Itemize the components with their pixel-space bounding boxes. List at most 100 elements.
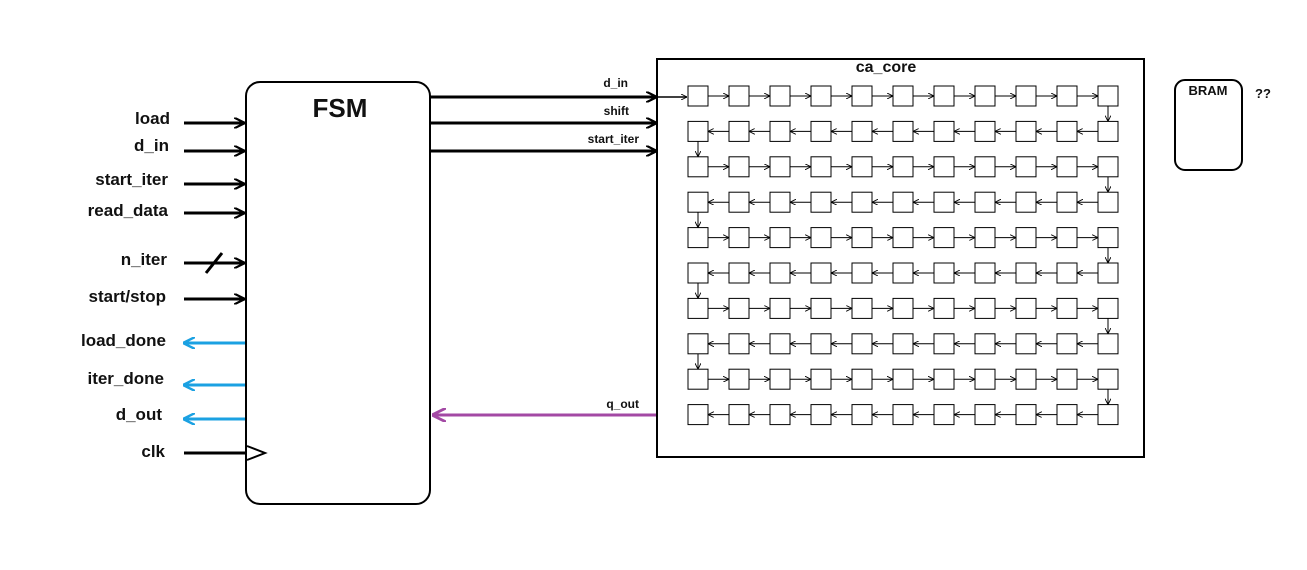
shift-cell: [1015, 156, 1037, 178]
shift-cell: [1015, 333, 1037, 355]
shift-cell: [728, 85, 750, 107]
shift-cell: [769, 404, 791, 426]
shift-cell: [892, 227, 914, 249]
shift-cell: [851, 156, 873, 178]
shift-cell: [974, 191, 996, 213]
shift-cell: [1097, 85, 1119, 107]
shift-cell: [974, 85, 996, 107]
shift-cell: [769, 156, 791, 178]
shift-cell: [892, 156, 914, 178]
signal-core-shift-label: shift: [604, 104, 629, 118]
shift-cell: [810, 227, 832, 249]
shift-cell: [933, 227, 955, 249]
bram-note: ??: [1255, 86, 1271, 101]
shift-cell: [1097, 333, 1119, 355]
shift-cell: [974, 404, 996, 426]
shift-cell: [933, 156, 955, 178]
shift-cell: [1015, 297, 1037, 319]
ca-core-title: ca_core: [856, 59, 917, 76]
shift-cell: [769, 262, 791, 284]
shift-cell: [728, 191, 750, 213]
shift-cell: [769, 120, 791, 142]
shift-cell: [974, 120, 996, 142]
fsm-block: FSM: [245, 81, 431, 505]
shift-cell: [974, 156, 996, 178]
shift-cell: [1015, 262, 1037, 284]
signal-core-start-iter-label: start_iter: [588, 132, 640, 146]
signal-start-stop: start/stop: [89, 287, 245, 306]
shift-cell: [851, 262, 873, 284]
shift-cell: [810, 85, 832, 107]
shift-cell: [1015, 368, 1037, 390]
shift-cell: [769, 191, 791, 213]
shift-cell: [851, 191, 873, 213]
shift-cell: [728, 404, 750, 426]
fsm-to-core-signals: d_in shift start_iter: [430, 76, 657, 151]
signal-d-out: d_out: [116, 405, 245, 424]
shift-cell: [687, 333, 709, 355]
shift-cell: [933, 404, 955, 426]
shift-cell: [933, 262, 955, 284]
shift-cell: [687, 156, 709, 178]
shift-cell: [892, 333, 914, 355]
shift-cell: [892, 262, 914, 284]
shift-cell: [851, 120, 873, 142]
shift-cell: [728, 262, 750, 284]
shift-cell: [769, 368, 791, 390]
shift-cell: [687, 191, 709, 213]
shift-cell: [728, 156, 750, 178]
shift-cell: [728, 227, 750, 249]
clock-triangle-icon: [246, 445, 268, 461]
shift-cell: [892, 297, 914, 319]
shift-cell: [974, 297, 996, 319]
signal-start-stop-label: start/stop: [89, 287, 166, 306]
shift-cell: [728, 368, 750, 390]
signal-load: load: [135, 109, 245, 128]
shift-cell: [851, 368, 873, 390]
shift-cell: [851, 333, 873, 355]
signal-read-data: read_data: [88, 201, 245, 220]
bram-title: BRAM: [1189, 83, 1228, 98]
shift-cell: [933, 120, 955, 142]
signal-read-data-label: read_data: [88, 201, 169, 220]
shift-cell: [687, 297, 709, 319]
shift-cell: [1097, 227, 1119, 249]
signal-core-d-in: d_in: [430, 76, 657, 97]
signal-q-out-label: q_out: [606, 397, 639, 411]
shift-cell: [974, 333, 996, 355]
signal-load-done-label: load_done: [81, 331, 166, 350]
shift-cell: [687, 227, 709, 249]
shift-cell: [1097, 368, 1119, 390]
signal-clk: clk: [141, 442, 268, 461]
shift-cell: [1097, 262, 1119, 284]
shift-cell: [1097, 156, 1119, 178]
signal-start-iter: start_iter: [95, 170, 245, 189]
shift-cell: [769, 227, 791, 249]
shift-cell: [1097, 120, 1119, 142]
shift-cell: [1056, 120, 1078, 142]
shift-cell: [810, 262, 832, 284]
shift-cell: [1056, 368, 1078, 390]
signal-iter-done: iter_done: [87, 369, 245, 388]
shift-cell: [1056, 191, 1078, 213]
fsm-title: FSM: [313, 93, 368, 123]
signal-core-start-iter: start_iter: [430, 132, 657, 151]
shift-cell: [810, 191, 832, 213]
shift-cell: [1015, 85, 1037, 107]
shift-cell: [933, 191, 955, 213]
shift-cell: [687, 368, 709, 390]
shift-cell: [810, 333, 832, 355]
shift-cell: [1056, 297, 1078, 319]
shift-cell: [1015, 404, 1037, 426]
shift-cell: [1056, 227, 1078, 249]
ca-core-block: ca_core: [656, 58, 1145, 458]
shift-cell: [687, 120, 709, 142]
shift-cell: [810, 156, 832, 178]
shift-cell: [851, 85, 873, 107]
shift-cell: [769, 333, 791, 355]
shift-cell: [974, 227, 996, 249]
shift-cell: [892, 191, 914, 213]
shift-cell: [933, 297, 955, 319]
shift-cell: [1056, 85, 1078, 107]
shift-cell: [892, 404, 914, 426]
